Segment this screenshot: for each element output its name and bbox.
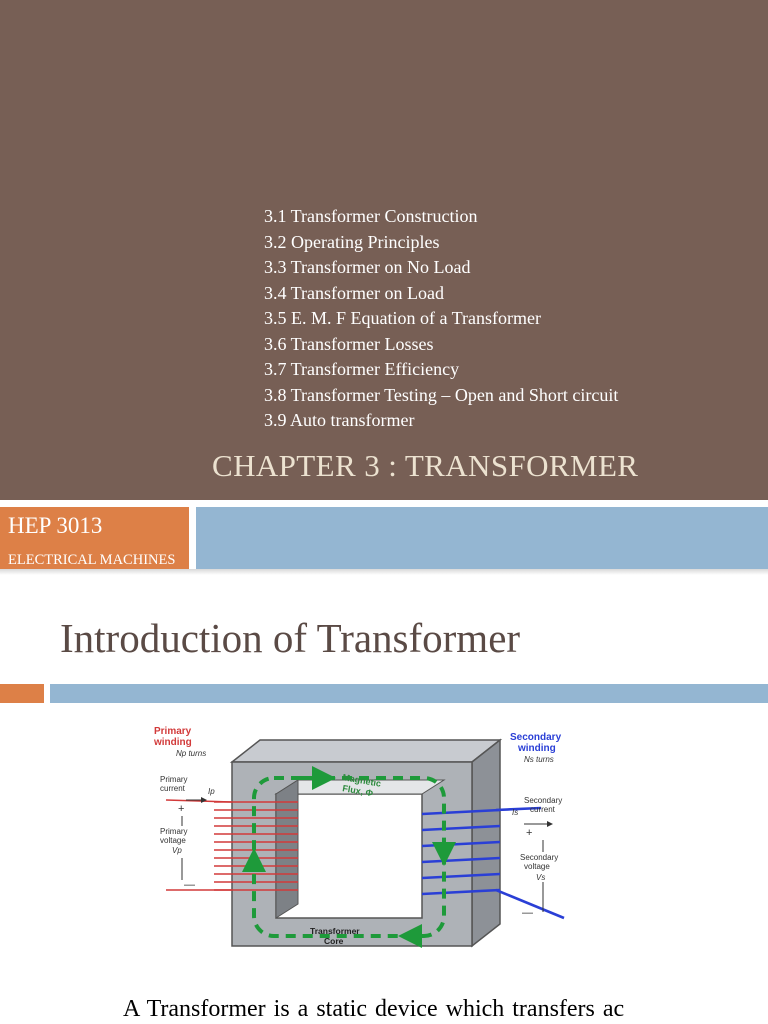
primary-voltage-label: voltage (160, 836, 186, 845)
chapter-title: CHAPTER 3 : TRANSFORMER (212, 448, 639, 483)
secondary-turns-label: Ns turns (524, 755, 554, 764)
course-code: HEP 3013 (8, 513, 103, 538)
primary-winding-label: winding (153, 737, 192, 748)
header-accent-bar (196, 507, 768, 569)
toc-item: 3.1 Transformer Construction (264, 206, 478, 226)
primary-voltage-symbol: Vp (172, 846, 182, 855)
chapter-cover-background (0, 0, 768, 500)
toc-item: 3.2 Operating Principles (264, 231, 440, 252)
slide-divider-shadow (0, 569, 768, 575)
toc-item: 3.8 Transformer Testing – Open and Short… (264, 384, 619, 405)
title-accent-orange (0, 684, 44, 703)
primary-current-label: current (160, 784, 186, 793)
secondary-current-label: current (530, 805, 556, 814)
toc-item: 3.3 Transformer on No Load (264, 257, 471, 277)
primary-voltage-label: Primary (160, 827, 188, 836)
toc-item: 3.5 E. M. F Equation of a Transformer (264, 308, 541, 328)
secondary-voltage-label: voltage (524, 862, 550, 871)
core-label: Transformer (310, 926, 360, 936)
secondary-current-label: Secondary (524, 796, 562, 805)
primary-current-label: Primary (160, 775, 188, 784)
secondary-voltage-symbol: Vs (536, 873, 545, 882)
secondary-minus-sign: — (522, 907, 533, 919)
secondary-current-symbol: Is (512, 808, 518, 817)
course-label-box: HEP 3013 ELECTRICAL MACHINES (0, 507, 189, 569)
body-text: A Transformer is a static device which t… (123, 996, 625, 1022)
primary-winding-label: Primary (154, 726, 192, 737)
toc-item: 3.6 Transformer Losses (264, 333, 434, 354)
primary-minus-sign: — (184, 879, 195, 891)
magnetic-flux-path (242, 766, 456, 948)
primary-current-symbol: Ip (208, 787, 215, 796)
toc-item: 3.7 Transformer Efficiency (264, 359, 460, 379)
secondary-winding-label: Secondary (510, 732, 562, 743)
slide-title: Introduction of Transformer (60, 615, 521, 661)
secondary-voltage-label: Secondary (520, 853, 558, 862)
transformer-diagram: Magnetic Flux, Φ Transformer Core Primar… (153, 726, 565, 948)
table-of-contents: 3.1 Transformer Construction 3.2 Operati… (264, 204, 618, 434)
secondary-plus-sign: + (526, 827, 532, 839)
toc-item: 3.9 Auto transformer (264, 410, 415, 430)
core-label: Core (324, 936, 344, 946)
toc-item: 3.4 Transformer on Load (264, 282, 444, 303)
title-accent-bar (50, 684, 768, 703)
course-name: ELECTRICAL MACHINES (8, 552, 176, 568)
primary-turns-label: Np turns (176, 749, 206, 758)
primary-plus-sign: + (178, 803, 184, 815)
secondary-winding-label: winding (517, 743, 556, 754)
